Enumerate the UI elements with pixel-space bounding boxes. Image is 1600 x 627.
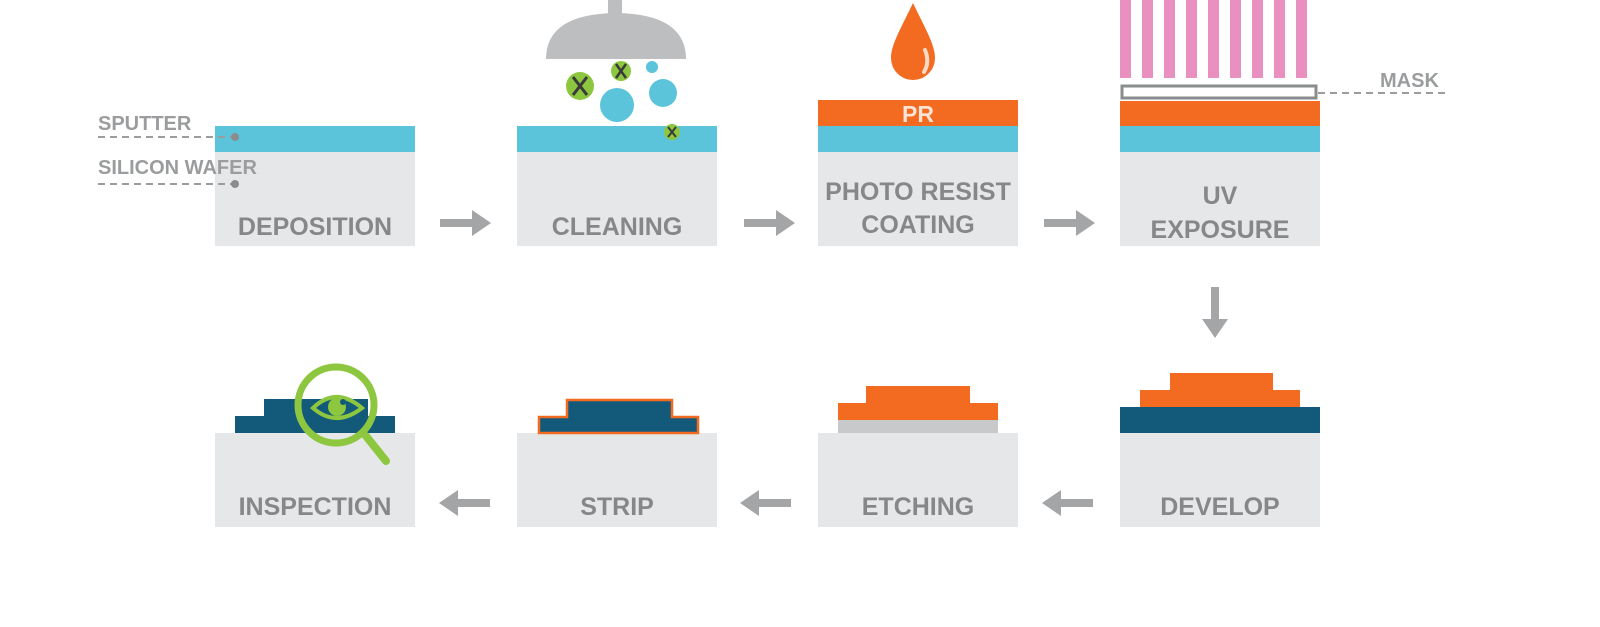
wafer-box (1120, 152, 1320, 246)
sputter-layer (818, 126, 1018, 152)
droplet-icon (891, 3, 935, 80)
step-uv-exposure: MASK UV EXPOSURE (1120, 0, 1450, 246)
step-label: CLEANING (552, 213, 683, 241)
step-label: INSPECTION (239, 493, 392, 521)
substrate-layer (1120, 407, 1320, 433)
sputter-layer (1120, 126, 1320, 152)
side-labels: SPUTTER SILICON WAFER (98, 113, 257, 188)
step-label: DEVELOP (1160, 493, 1279, 521)
step-label: COATING (861, 211, 974, 239)
stripped-pattern (537, 398, 700, 435)
etched-layer (838, 420, 998, 433)
wafer-box (818, 433, 1018, 527)
step-cleaning: CLEANING (517, 0, 717, 246)
arrow-left-icon (1042, 490, 1093, 516)
pr-label: PR (902, 101, 934, 127)
photoresist-layer (818, 100, 1018, 126)
photoresist-pattern (838, 386, 998, 420)
step-label: UV (1203, 182, 1238, 210)
step-label: PHOTO RESIST (825, 178, 1011, 206)
wafer-box (1120, 433, 1320, 527)
step-label: EXPOSURE (1151, 216, 1290, 244)
final-pattern (235, 399, 395, 433)
step-etching: ETCHING (818, 386, 1018, 527)
wafer-box (517, 152, 717, 246)
mask-label: MASK (1380, 70, 1439, 92)
arrow-left-icon (740, 490, 791, 516)
flow-arrows (439, 210, 1228, 516)
step-label: DEPOSITION (238, 213, 392, 241)
arrow-right-icon (744, 210, 795, 236)
mask (1120, 84, 1318, 100)
water-bubble (646, 61, 658, 73)
step-develop: DEVELOP (1120, 373, 1320, 527)
contaminant-x-icon (664, 124, 680, 140)
step-label: STRIP (580, 493, 654, 521)
contaminant-x-icon (611, 61, 631, 81)
water-bubble (649, 79, 677, 107)
water-bubble (600, 88, 634, 122)
photoresist-layer (1120, 101, 1320, 126)
step-photo-resist-coating: PR PHOTO RESIST COATING (818, 3, 1018, 246)
uv-light-rays (1120, 0, 1307, 78)
step-deposition: DEPOSITION (215, 126, 415, 246)
sputter-dot (231, 133, 239, 141)
step-label: ETCHING (862, 493, 975, 521)
arrow-left-icon (439, 490, 490, 516)
step-inspection: INSPECTION (215, 363, 415, 527)
silicon-wafer-label: SILICON WAFER (98, 157, 257, 179)
step-strip: STRIP (517, 398, 717, 527)
sputter-label: SPUTTER (98, 113, 192, 135)
wafer-box (215, 433, 415, 527)
photoresist-pattern (1140, 373, 1300, 407)
sputter-layer (517, 126, 717, 152)
arrow-down-icon (1202, 287, 1228, 338)
wafer-dot (231, 180, 239, 188)
contaminant-x-icon (566, 72, 594, 100)
wafer-box (215, 152, 415, 246)
sputter-layer (215, 126, 415, 152)
magnifier-eye-icon (294, 363, 390, 465)
wafer-box (517, 433, 717, 527)
wafer-box (818, 152, 1018, 246)
arrow-right-icon (1044, 210, 1095, 236)
shower-head-icon (546, 0, 686, 59)
arrow-right-icon (440, 210, 491, 236)
